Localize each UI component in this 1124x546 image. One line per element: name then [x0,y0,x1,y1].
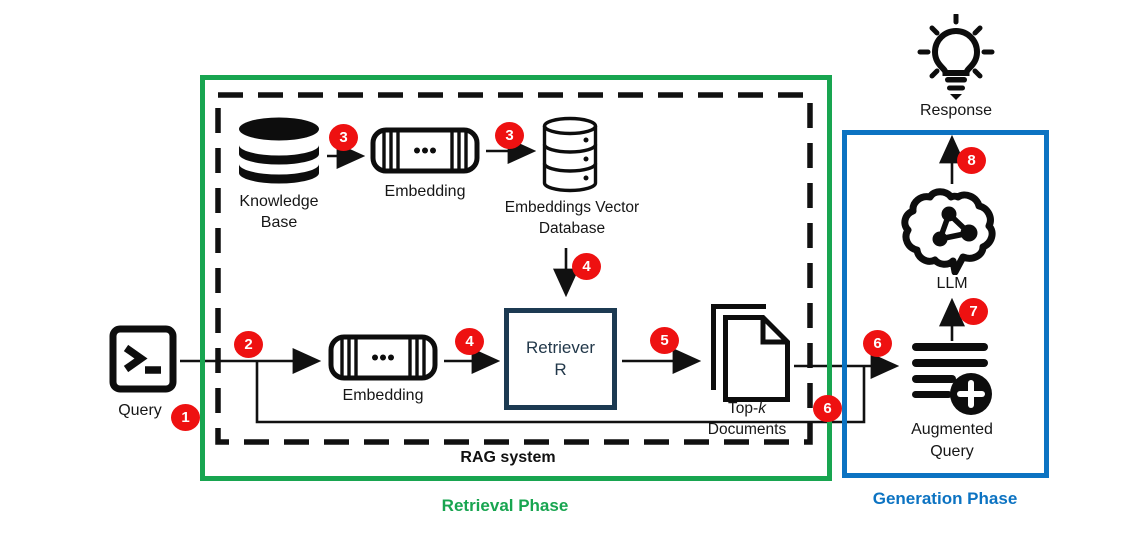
step-badge-1: 1 [171,404,200,431]
augmented-query-label: Augmented Query [911,421,993,460]
knowledge-base-label: Knowledge Base [239,193,319,231]
documents-icon [706,302,792,407]
step-badge-6a: 6 [863,330,892,357]
brain-network-icon [899,187,1003,280]
step-badge-8: 8 [957,147,986,174]
llm-label: LLM [936,275,968,292]
topk-documents-label: Top-k Documents [707,400,787,438]
step-badge-4b: 4 [455,328,484,355]
retriever-box: Retriever R [504,308,617,410]
retriever-label-line2: R [554,360,567,379]
augmented-query-icon [908,340,992,423]
database-outline-icon [541,116,599,199]
lightbulb-icon [916,12,996,111]
retriever-label-line1: Retriever [526,338,595,357]
response-label: Response [919,102,993,119]
retrieval-phase-box [200,75,832,481]
terminal-icon [108,324,178,399]
step-badge-5: 5 [650,327,679,354]
step-badge-3b: 3 [495,122,524,149]
step-badge-6b: 6 [813,395,842,422]
database-filled-icon [237,117,321,190]
generation-phase-label: Generation Phase [872,489,1018,508]
step-badge-3a: 3 [329,124,358,151]
step-badge-4a: 4 [572,253,601,280]
query-label: Query [118,402,162,419]
embedding-top-label: Embedding [384,183,466,200]
step-badge-7: 7 [959,298,988,325]
line-query-bypass [255,362,866,424]
embedding-matrix-icon [370,127,480,179]
retrieval-phase-label: Retrieval Phase [441,496,569,515]
step-badge-2: 2 [234,331,263,358]
rag-system-dashed-border [215,92,813,445]
embedding-bottom-label: Embedding [342,387,424,404]
vector-db-label: Embeddings Vector Database [504,199,640,237]
rag-system-label: RAG system [460,449,556,466]
generation-phase-box [842,130,1049,478]
embedding-matrix-icon [328,334,438,386]
